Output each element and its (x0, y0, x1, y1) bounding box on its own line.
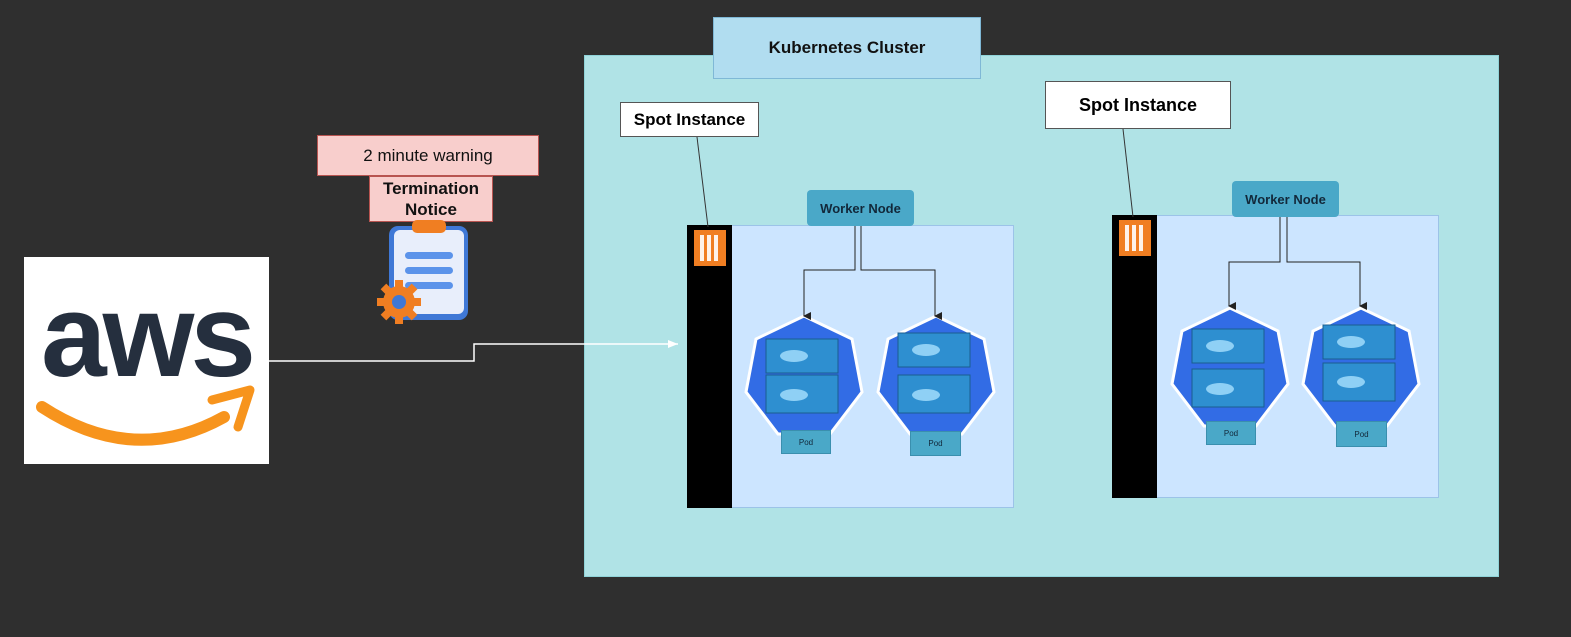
aws-logo: aws (24, 257, 269, 464)
instance-bar-1 (687, 225, 732, 508)
k8s-pod-icon (744, 314, 864, 436)
clipboard-gear-icon (377, 220, 468, 324)
termination-notice-label: Termination Notice (369, 176, 493, 222)
pod-label: Pod (1336, 421, 1387, 447)
pod-label: Pod (781, 430, 831, 454)
spot-instance-label-1: Spot Instance (620, 102, 759, 137)
pod-label: Pod (910, 431, 961, 456)
k8s-pod-icon (876, 314, 996, 436)
spot-instance-label-2: Spot Instance (1045, 81, 1231, 129)
kubernetes-cluster-title: Kubernetes Cluster (713, 17, 981, 79)
k8s-pod-icon (1301, 306, 1421, 428)
worker-node-label-2: Worker Node (1232, 181, 1339, 217)
ec2-instance-icon (1119, 220, 1151, 256)
aws-logo-text: aws (40, 270, 256, 402)
aws-smile-icon (36, 385, 255, 446)
worker-node-label-1: Worker Node (807, 190, 914, 226)
instance-bar-2 (1112, 215, 1157, 498)
pod-label: Pod (1206, 421, 1256, 445)
ec2-instance-icon (694, 230, 726, 266)
two-minute-warning-label: 2 minute warning (317, 135, 539, 176)
k8s-pod-icon (1170, 306, 1290, 428)
